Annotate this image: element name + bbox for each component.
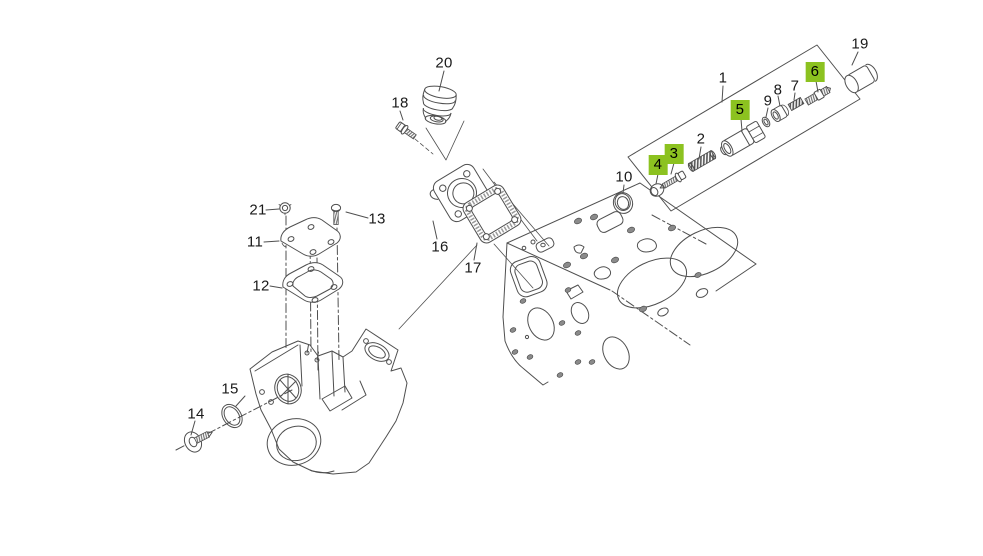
part-label-9: 9: [763, 92, 773, 110]
screw-3-drawing: [659, 170, 687, 189]
part-label-10: 10: [615, 168, 633, 186]
gasket-17-drawing: [462, 184, 522, 244]
grommet-10-drawing: [612, 192, 634, 214]
filler-cap-group-drawing: [395, 85, 550, 330]
part-label-20: 20: [435, 54, 453, 72]
part-label-3[interactable]: 3: [664, 144, 684, 164]
part-label-1: 1: [718, 69, 728, 87]
part-label-14: 14: [187, 405, 205, 423]
spring-7-drawing: [787, 96, 805, 112]
part-label-19: 19: [851, 35, 869, 53]
bolt-13-drawing: [330, 203, 342, 225]
gasket-12-drawing: [282, 262, 344, 303]
cover-plate-11-drawing: [280, 217, 341, 257]
valve-assembly-group-drawing: [612, 44, 878, 214]
leader-lines: [190, 51, 859, 436]
part-label-17: 17: [464, 259, 482, 277]
gear-case-drawing: [249, 328, 408, 475]
part-label-12: 12: [252, 277, 270, 295]
o-ring-15-drawing: [221, 403, 243, 429]
part-label-15: 15: [221, 380, 239, 398]
part-label-7: 7: [790, 77, 800, 95]
bolt-18-drawing: [395, 121, 417, 140]
part-label-16: 16: [431, 238, 449, 256]
part-label-5[interactable]: 5: [730, 100, 750, 120]
part-label-8: 8: [773, 81, 783, 99]
plug-group-drawing: [175, 389, 293, 453]
nut-21-drawing: [278, 202, 292, 216]
part-label-18: 18: [391, 94, 409, 112]
part-label-4[interactable]: 4: [648, 155, 668, 175]
part-label-6[interactable]: 6: [805, 62, 825, 82]
part-label-13: 13: [368, 210, 386, 228]
part-label-21: 21: [249, 201, 267, 219]
cap-19-drawing: [844, 63, 878, 94]
valve-body-5-drawing: [720, 121, 766, 157]
cover-plate-group-drawing: [278, 202, 344, 371]
nut-8-drawing: [770, 104, 789, 122]
valve-screw-6-drawing: [804, 85, 831, 106]
o-ring-9-drawing: [761, 116, 771, 128]
part-label-11: 11: [246, 233, 264, 251]
engine-block-drawing: [502, 182, 757, 386]
part-label-2: 2: [696, 130, 706, 148]
filler-cap-20-drawing: [422, 85, 457, 125]
plug-screw-14-drawing: [183, 431, 213, 453]
